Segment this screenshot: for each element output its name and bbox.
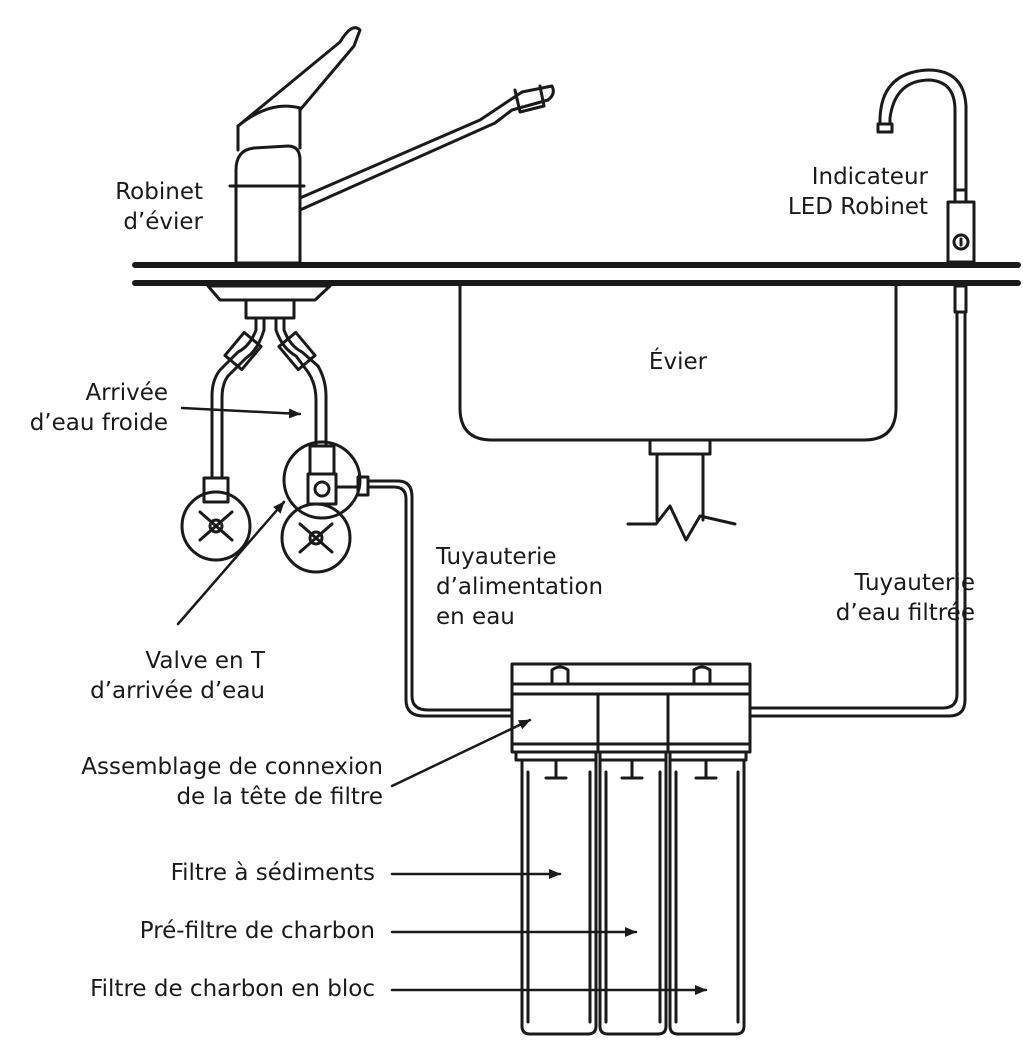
label-sink-faucet: Robinet d’évier bbox=[115, 179, 203, 235]
arrow-filter-head bbox=[390, 718, 532, 788]
sink-basin bbox=[458, 284, 898, 542]
filter-system bbox=[510, 662, 752, 1036]
label-filter-head: Assemblage de connexion de la tête de fi… bbox=[81, 754, 383, 810]
left-shutoff-valve bbox=[180, 476, 252, 562]
label-cold-water-inlet: Arrivée d’eau froide bbox=[29, 380, 168, 436]
label-sediment-filter: Filtre à sédiments bbox=[170, 860, 375, 886]
label-t-valve: Valve en T d’arrivée d’eau bbox=[90, 648, 265, 704]
label-led-faucet: Indicateur LED Robinet bbox=[787, 164, 928, 220]
arrow-cold-water-inlet bbox=[180, 406, 302, 419]
label-carbon-prefilter: Pré-filtre de charbon bbox=[139, 918, 375, 944]
arrow-t-valve bbox=[176, 500, 286, 626]
supply-tubing bbox=[366, 479, 514, 718]
label-carbon-block-filter: Filtre de charbon en bloc bbox=[90, 976, 375, 1002]
countertop bbox=[132, 262, 1021, 286]
label-sink: Évier bbox=[648, 349, 708, 375]
label-supply-tubing: Tuyauterie d’alimentation en eau bbox=[436, 544, 604, 630]
t-valve bbox=[280, 440, 370, 574]
supply-hoses bbox=[210, 316, 328, 478]
led-faucet bbox=[876, 68, 976, 314]
leader-arrows bbox=[176, 406, 708, 995]
sink-faucet bbox=[206, 26, 555, 320]
filtered-tubing bbox=[748, 310, 967, 718]
label-filtered-tubing: Tuyauterie d’eau filtrée bbox=[835, 570, 975, 626]
